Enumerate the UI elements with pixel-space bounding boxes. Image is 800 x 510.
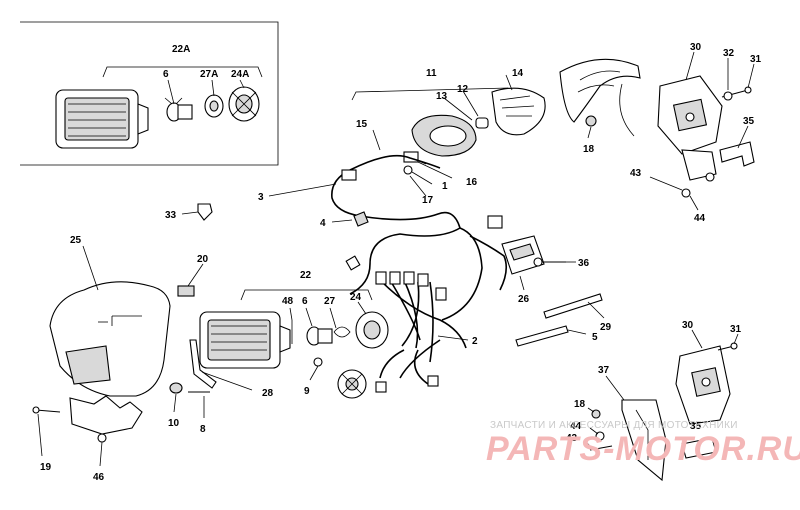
callout-16: 16 xyxy=(466,177,478,188)
callout-43-top: 43 xyxy=(630,168,642,179)
callout-4: 4 xyxy=(320,218,326,229)
callout-8: 8 xyxy=(200,424,206,435)
callout-6-inset: 6 xyxy=(163,69,169,80)
callout-35-bottom: 35 xyxy=(690,421,702,432)
plate-holder-bottom: 30 31 37 18 44 43 35 xyxy=(566,320,742,482)
callout-27A: 27A xyxy=(200,69,218,80)
cable-ties: 29 5 xyxy=(515,293,612,347)
callout-30-bottom: 30 xyxy=(682,320,694,331)
relay: 36 26 xyxy=(501,235,590,305)
callout-32: 32 xyxy=(723,48,735,59)
callout-24: 24 xyxy=(350,292,362,303)
callout-18-top: 18 xyxy=(583,144,595,155)
tail-bulb xyxy=(475,117,489,129)
plate-holder-top: 30 32 31 35 43 44 xyxy=(630,42,762,224)
callout-2: 2 xyxy=(472,336,478,347)
wire-clip xyxy=(353,211,369,227)
callout-11: 11 xyxy=(426,68,437,79)
callout-35-top: 35 xyxy=(743,116,755,127)
callout-44-top: 44 xyxy=(694,213,706,224)
callout-43-bottom: 43 xyxy=(566,433,578,444)
callout-17: 17 xyxy=(422,195,434,206)
callout-24A: 24A xyxy=(231,69,249,80)
watermark-logo-text: PARTS-MOTOR.RU xyxy=(486,430,800,468)
callout-27: 27 xyxy=(324,296,336,307)
callout-9: 9 xyxy=(304,386,310,397)
tail-light-group: 11 14 12 13 15 16 1 17 18 xyxy=(351,58,641,206)
callout-19: 19 xyxy=(40,462,52,473)
inset-cap xyxy=(228,86,260,122)
callout-48: 48 xyxy=(282,296,294,307)
inset-box: 22A 6 27A 24A xyxy=(20,21,279,166)
callout-12: 12 xyxy=(457,84,469,95)
bolt-20 xyxy=(177,285,195,297)
callout-13: 13 xyxy=(436,91,448,102)
callout-29: 29 xyxy=(600,322,612,333)
callout-20: 20 xyxy=(197,254,209,265)
callout-28: 28 xyxy=(262,388,274,399)
callout-31-bottom: 31 xyxy=(730,324,742,335)
headlight-fairing: 25 20 28 10 8 19 46 33 xyxy=(32,203,274,483)
inset-bulb xyxy=(164,97,193,122)
callout-1: 1 xyxy=(442,181,448,192)
callout-30-top: 30 xyxy=(690,42,702,53)
callout-26: 26 xyxy=(518,294,530,305)
callout-22: 22 xyxy=(300,270,312,281)
callout-31-top: 31 xyxy=(750,54,762,65)
watermark-subtitle: ЗАПЧАСТИ И АКСЕССУАРЫ ДЛЯ МОТОТЕХНИКИ xyxy=(490,420,738,431)
callout-5: 5 xyxy=(592,332,598,343)
callout-22A-inset: 22A xyxy=(172,44,190,55)
callout-15: 15 xyxy=(356,119,368,130)
rear-fender xyxy=(559,58,641,123)
callout-6: 6 xyxy=(302,296,308,307)
callout-37: 37 xyxy=(598,365,610,376)
callout-46: 46 xyxy=(93,472,105,483)
inset-headlight xyxy=(55,89,149,149)
callout-25: 25 xyxy=(70,235,82,246)
callout-10: 10 xyxy=(168,418,180,429)
inset-socket xyxy=(204,94,224,118)
callout-3: 3 xyxy=(258,192,264,203)
nut xyxy=(585,115,597,127)
watermark: ЗАПЧАСТИ И АКСЕССУАРЫ ДЛЯ МОТОТЕХНИКИ PA… xyxy=(486,420,800,468)
callout-44-bottom: 44 xyxy=(570,421,582,432)
main-headlight-group: 22 48 6 27 24 9 xyxy=(199,270,389,397)
wiring-harness: 3 4 2 xyxy=(258,154,508,393)
callout-18-bottom: 18 xyxy=(574,399,586,410)
harness-cap-disc xyxy=(337,369,367,399)
callout-36: 36 xyxy=(578,258,590,269)
callout-14: 14 xyxy=(512,68,524,79)
callout-33: 33 xyxy=(165,210,177,221)
tail-lens xyxy=(491,87,546,136)
